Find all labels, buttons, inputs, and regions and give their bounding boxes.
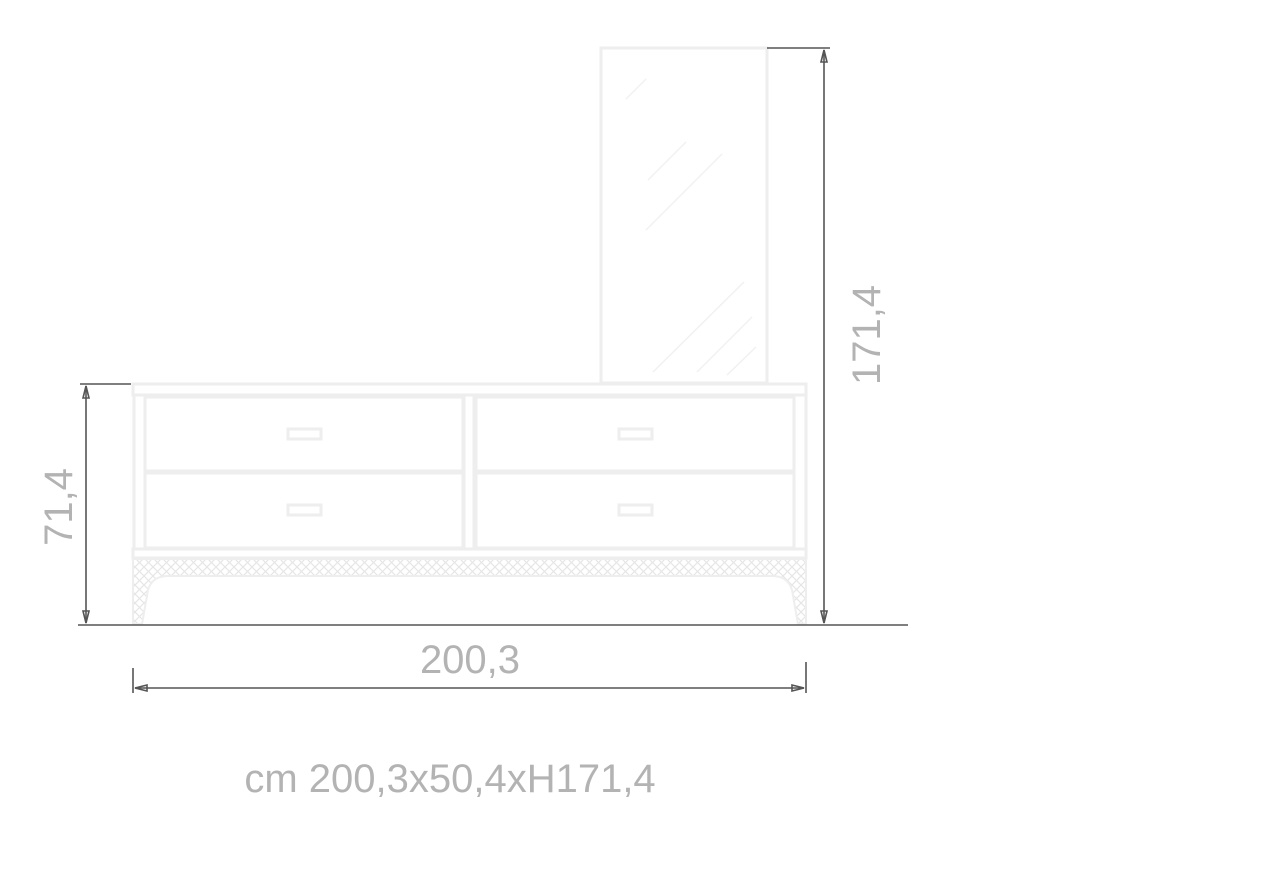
cabinet-height-label: 71,4 — [37, 468, 81, 546]
cabinet — [131, 382, 808, 625]
drawer-handle — [286, 503, 323, 517]
dimensions-caption: cm 200,3x50,4xH171,4 — [244, 757, 655, 801]
total-height-label: 171,4 — [845, 285, 889, 385]
drawer-top-right — [474, 395, 796, 473]
drawer-bottom-left — [143, 471, 465, 550]
drawer-top-left — [143, 395, 465, 473]
drawer-handle — [617, 503, 654, 517]
drawer-bottom-right — [474, 471, 796, 550]
drawer-handle — [286, 427, 323, 441]
mirror — [599, 46, 769, 385]
dimension-lines — [78, 47, 908, 693]
width-label: 200,3 — [420, 638, 520, 682]
drawer-handle — [617, 427, 654, 441]
lattice-base — [132, 558, 807, 625]
